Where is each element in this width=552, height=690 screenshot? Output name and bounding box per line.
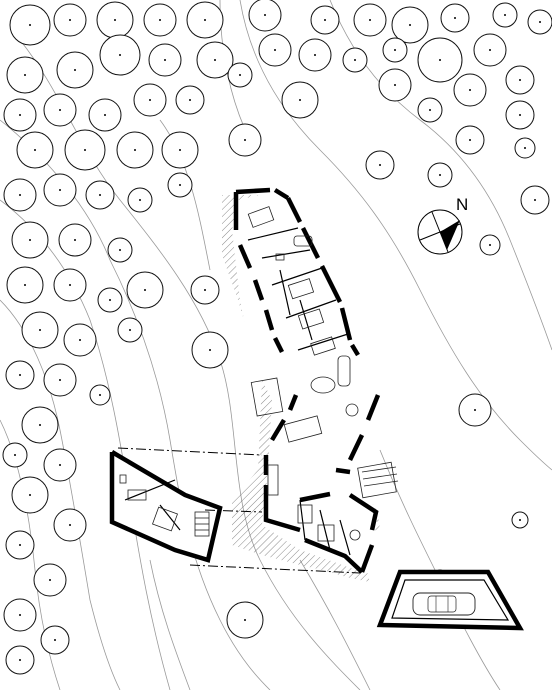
tree-trunk-dot [59,464,61,466]
tree-trunk-dot [314,54,316,56]
tree-trunk-dot [179,184,181,186]
tree-trunk-dot [239,74,241,76]
carport [376,569,524,631]
tree-trunk-dot [164,59,166,61]
car-icon [412,592,476,616]
tree-trunk-dot [439,59,441,61]
tree-trunk-dot [379,164,381,166]
tree-trunk-dot [454,17,456,19]
tree-trunk-dot [469,89,471,91]
tree-trunk-dot [59,109,61,111]
tree-trunk-dot [99,194,101,196]
tree-trunk-dot [119,54,121,56]
tree-trunk-dot [204,289,206,291]
tree-trunk-dot [114,19,116,21]
tree-trunk-dot [19,659,21,661]
tree-trunk-dot [19,544,21,546]
tree-trunk-dot [489,244,491,246]
tree-trunk-dot [244,619,246,621]
tree-trunk-dot [34,149,36,151]
tree-trunk-dot [14,454,16,456]
tree-trunk-dot [179,149,181,151]
tree-trunk-dot [519,114,521,116]
tree-trunk-dot [29,494,31,496]
tree-trunk-dot [534,199,536,201]
tree-trunk-dot [354,59,356,61]
tree-trunk-dot [209,349,211,351]
north-label: N [456,195,468,214]
tree-trunk-dot [214,59,216,61]
tree-trunk-dot [244,139,246,141]
tree-trunk-dot [369,19,371,21]
tree-trunk-dot [394,84,396,86]
tree-trunk-dot [24,284,26,286]
tree-trunk-dot [519,519,521,521]
tree-trunk-dot [19,374,21,376]
tree-trunk-dot [189,99,191,101]
tree-trunk-dot [104,114,106,116]
tree-trunk-dot [504,14,506,16]
entry-steps [357,461,399,499]
tree-trunk-dot [19,114,21,116]
tree-trunk-dot [29,239,31,241]
tree-trunk-dot [69,524,71,526]
tree-trunk-dot [59,379,61,381]
tree-trunk-dot [74,239,76,241]
guest-pavilion [109,450,223,563]
north-arrow-icon: N [417,195,468,255]
tree-trunk-dot [39,424,41,426]
tree-trunk-dot [324,19,326,21]
tree-trunk-dot [29,24,31,26]
tree-trunk-dot [79,339,81,341]
tree-trunk-dot [24,74,26,76]
tree-trunk-dot [19,614,21,616]
tree-trunk-dot [129,329,131,331]
tree-trunk-dot [19,194,21,196]
tree-trunk-dot [264,14,266,16]
tree-trunk-dot [139,199,141,201]
tree-trunk-dot [274,49,276,51]
tree-trunk-dot [39,329,41,331]
tree-trunk-dot [49,579,51,581]
tree-trunk-dot [69,284,71,286]
tree-trunk-dot [69,19,71,21]
house-main [222,187,399,582]
tree-trunk-dot [54,639,56,641]
tree-trunk-dot [519,79,521,81]
tree-trunk-dot [474,409,476,411]
tree-trunk-dot [109,299,111,301]
tree-trunk-dot [99,394,101,396]
tree-trunk-dot [149,99,151,101]
tree-trunk-dot [134,149,136,151]
tree-trunk-dot [394,49,396,51]
tree-trunk-dot [429,109,431,111]
tree-trunk-dot [144,289,146,291]
tree-group [2,0,552,675]
tree-trunk-dot [439,174,441,176]
tree-trunk-dot [469,139,471,141]
tree-trunk-dot [489,49,491,51]
tree-trunk-dot [159,19,161,21]
tree-trunk-dot [524,147,526,149]
tree-trunk-dot [204,19,206,21]
tree-trunk-dot [74,69,76,71]
tree-trunk-dot [409,24,411,26]
tree-trunk-dot [539,21,541,23]
tree-trunk-dot [84,149,86,151]
tree-trunk-dot [119,249,121,251]
tree-trunk-dot [299,99,301,101]
tree-trunk-dot [59,189,61,191]
connector-lines [117,447,361,574]
